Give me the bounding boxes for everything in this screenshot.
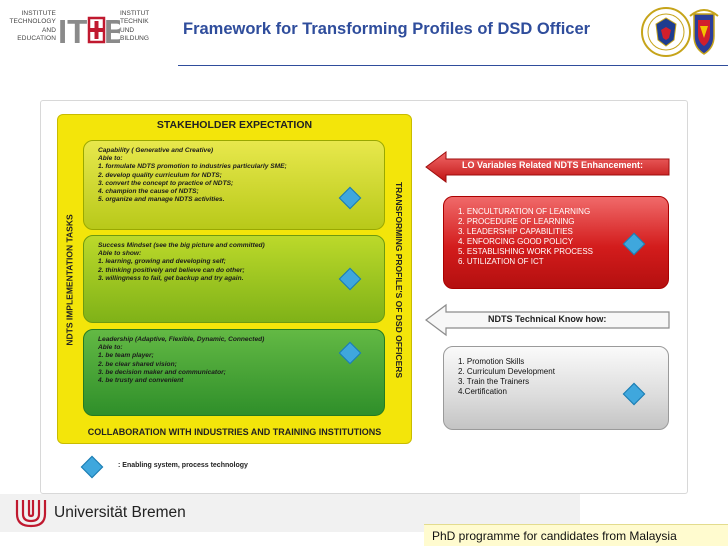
itb-logo-left-text: INSTITUTE TECHNOLOGY AND EDUCATION [4,10,56,43]
lo-variable-item: 2. PROCEDURE OF LEARNING [458,216,575,226]
lo-variable-item: 5. ESTABLISHING WORK PROCESS [458,246,593,256]
panel-line: 4. champion the cause of NDTS; [98,188,199,196]
know-how-item: 3. Train the Trainers [458,376,530,386]
itb-mark-icon: IT B [58,13,120,48]
leadership-panel: Leadership (Adaptive, Flexible, Dynamic,… [83,329,385,416]
panel-title: Leadership (Adaptive, Flexible, Dynamic,… [98,336,265,343]
panel-line: 2. thinking positively and believe can d… [98,266,245,274]
white-arrow-icon [425,303,670,337]
itb-left-line: AND [41,26,56,34]
page-title: Framework for Transforming Profiles of D… [183,20,591,38]
implementation-tasks-label: NDTS IMPLEMENTATION TASKS [59,140,81,420]
panel-subtitle: Able to: [98,155,123,163]
university-crest-icon [641,7,719,57]
universitaet-bremen-logo-icon [15,500,47,528]
panel-line: 3. willingness to fail, get backup and t… [98,274,244,282]
lo-variable-item: 1. ENCULTURATION OF LEARNING [458,207,591,216]
svg-text:B: B [104,13,120,48]
legend-text: : Enabling system, process technology [118,462,248,469]
itb-left-line: INSTITUTE [21,10,56,17]
itb-logo: INSTITUTE TECHNOLOGY AND EDUCATION IT B … [4,10,174,52]
programme-label: PhD programme for candidates from Malays… [424,524,728,546]
panel-subtitle: Able to show: [98,250,142,258]
collaboration-bar: COLLABORATION WITH INDUSTRIES AND TRAINI… [87,427,382,437]
transforming-profiles-label: TRANSFORMING PROFILE'S OF DSD OFFICERS [388,140,410,420]
success-mindset-panel: Success Mindset (see the big picture and… [83,235,385,323]
panel-line: 3. convert the concept to practice of ND… [98,179,234,187]
panel-line: 1. learning, growing and developing self… [98,258,226,266]
transforming-profiles-text: TRANSFORMING PROFILE'S OF DSD OFFICERS [394,181,405,379]
panel-title: Success Mindset (see the big picture and… [98,242,265,249]
panel-line: 2. be clear shared vision; [98,360,177,368]
panel-line: 5. organize and manage NDTS activities. [98,196,225,204]
panel-subtitle: Able to: [98,344,123,352]
itb-logo-right-text: INSTITUT TECHNIK UND BILDUNG [120,10,176,43]
lo-variable-item: 6. UTILIZATION OF ICT [458,256,544,266]
panel-line: 3. be decision maker and communicator; [98,368,226,376]
lo-variables-box: 1. ENCULTURATION OF LEARNING 2. PROCEDUR… [443,196,669,289]
panel-title: Capability ( Generative and Creative) [98,147,214,154]
header-divider [178,65,728,66]
know-how-item: 2. Curriculum Development [458,366,555,376]
lo-variable-item: 4. ENFORCING GOOD POLICY [458,236,574,246]
programme-text: PhD programme for candidates from Malays… [432,528,677,543]
itb-right-line: INSTITUT [120,10,150,17]
panel-line: 4. be trusty and convenient [98,377,184,385]
itb-right-line: TECHNIK [120,18,149,26]
lo-variable-item: 3. LEADERSHIP CAPABILITIES [458,226,573,236]
svg-text:IT: IT [58,13,87,48]
know-how-item: 1. Promotion Skills [458,357,525,366]
lo-variables-label: LO Variables Related NDTS Enhancement: [462,160,644,170]
itb-left-line: EDUCATION [17,34,56,42]
technical-know-how-label: NDTS Technical Know how: [488,314,607,324]
red-arrow-icon [425,151,670,183]
stakeholder-expectation-bar: STAKEHOLDER EXPECTATION [156,119,313,131]
panel-line: 1. be team player; [98,352,154,360]
panel-line: 2. develop quality curriculum for NDTS; [98,171,222,179]
panel-line: 1. formulate NDTS promotion to industrie… [98,163,287,171]
itb-right-line: BILDUNG [120,34,149,42]
itb-left-line: TECHNOLOGY [9,18,56,26]
implementation-tasks-text: NDTS IMPLEMENTATION TASKS [65,214,75,346]
itb-right-line: UND [120,26,135,34]
university-name: Universität Bremen [54,504,186,521]
capability-panel: Capability ( Generative and Creative) Ab… [83,140,385,230]
know-how-item: 4.Certification [458,386,507,396]
